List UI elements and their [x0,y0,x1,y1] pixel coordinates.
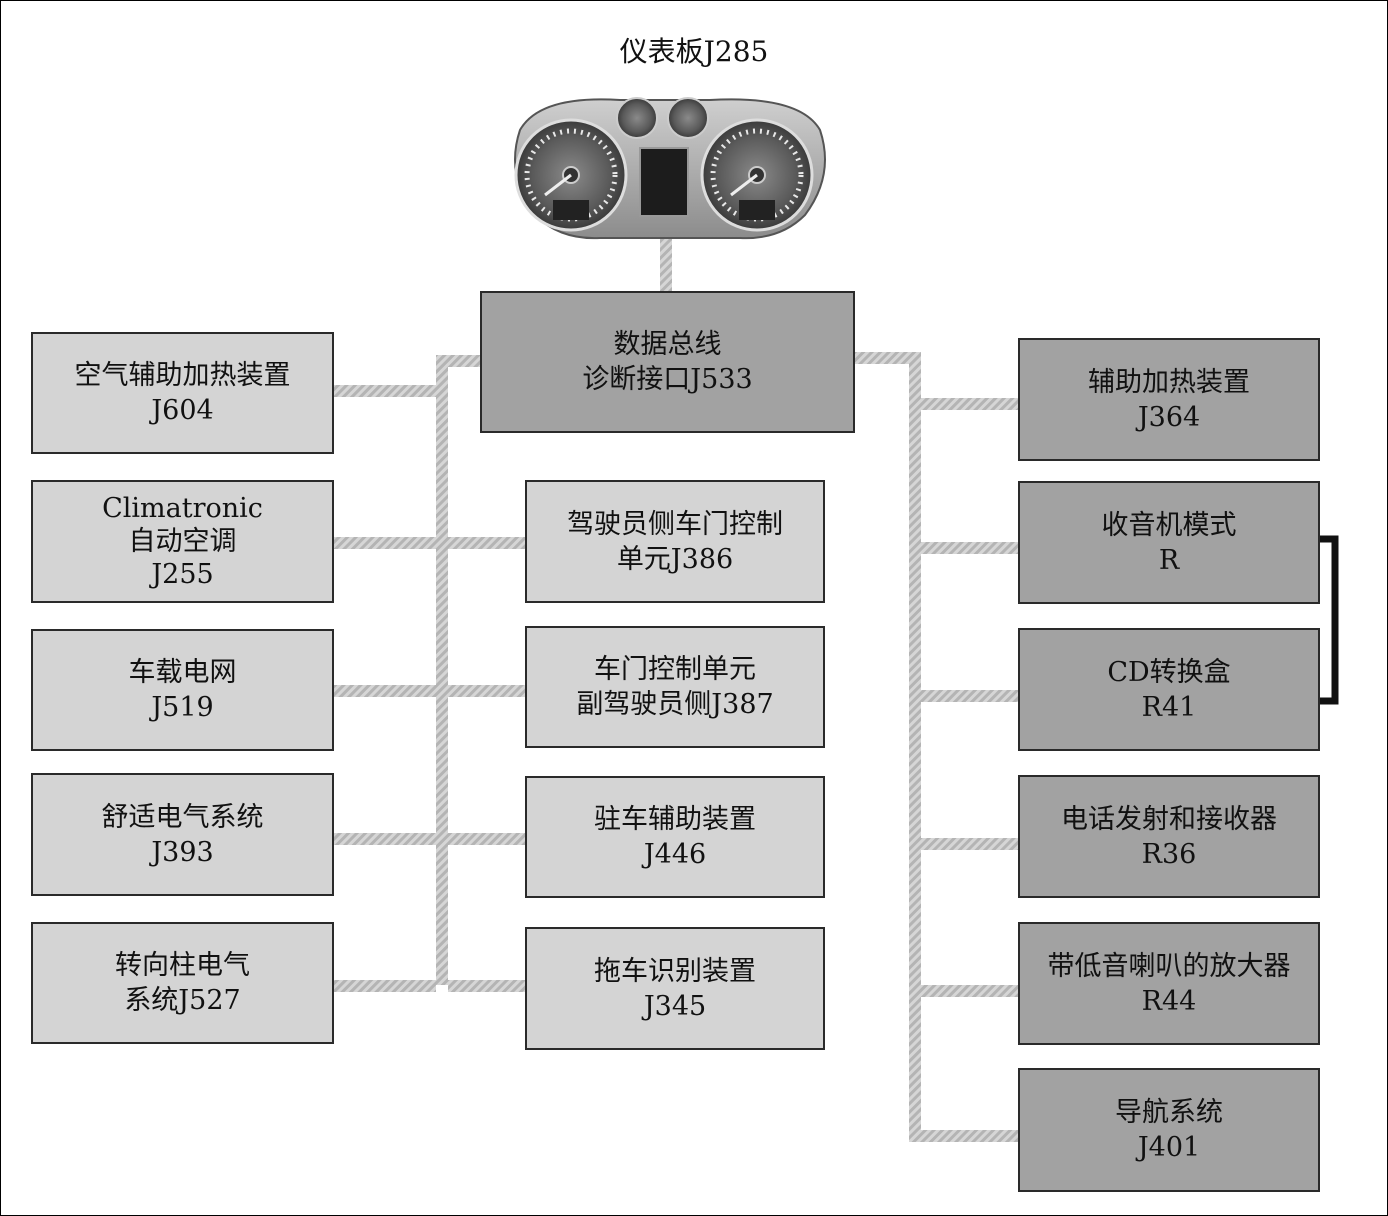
temperature-gauge [667,97,709,139]
module-box-j604: 空气辅助加热装置 J604 [31,332,334,454]
module-box-j387: 车门控制单元 副驾驶员侧J387 [525,626,825,748]
module-box-j364: 辅助加热装置 J364 [1018,338,1320,461]
right-bus [855,352,1019,1142]
gateway-line1: 数据总线 [613,329,722,360]
module-code: J446 [643,839,707,870]
module-box-r36: 电话发射和接收器 R36 [1018,775,1320,898]
module-code: 单元J386 [616,543,734,575]
module-box-j393: 舒适电气系统 J393 [31,773,334,896]
module-name: 收音机模式 [1101,509,1237,541]
module-code: J255 [151,559,214,590]
module-code: 系统J527 [124,985,241,1016]
gateway-line2: 诊断接口J533 [582,364,753,395]
module-code: R44 [1141,985,1197,1017]
module-name: 自动空调 [128,526,237,557]
module-box-j519: 车载电网 J519 [31,629,334,751]
instrument-cluster-label: 仪表板J285 [619,35,769,68]
radio-cd-link [1320,535,1339,705]
module-name: 车门控制单元 [594,654,756,685]
module-code: R [1158,544,1180,576]
module-box-j255: Climatronic 自动空调 J255 [31,480,334,603]
module-box-j386: 驾驶员侧车门控制 单元J386 [525,480,825,603]
module-code: J345 [643,990,707,1022]
module-name: 空气辅助加热装置 [74,360,291,391]
module-name: Climatronic [102,493,263,524]
module-code: J393 [151,836,214,868]
module-code: J364 [1137,401,1201,433]
cluster-link [660,225,672,292]
module-code: J401 [1137,1132,1201,1163]
module-name: 舒适电气系统 [101,801,264,833]
module-code: R36 [1141,838,1197,870]
module-name: 驾驶员侧车门控制 [567,508,783,540]
instrument-cluster-image [514,97,826,240]
left-bus [334,355,526,992]
center-display [639,147,689,217]
module-box-j345: 拖车识别装置 J345 [525,927,825,1050]
module-name: 车载电网 [128,657,237,688]
module-name: 导航系统 [1115,1097,1223,1128]
fuel-gauge [616,97,658,139]
module-name: 拖车识别装置 [594,955,756,987]
module-name: 转向柱电气 [115,950,250,981]
module-box-r41: CD转换盒 R41 [1018,628,1320,751]
module-name: 电话发射和接收器 [1061,803,1277,835]
module-name: 带低音喇叭的放大器 [1047,950,1291,982]
module-code: J519 [151,692,214,723]
module-name: 辅助加热装置 [1088,366,1250,398]
module-code: R41 [1141,691,1197,723]
module-name: 驻车辅助装置 [594,804,756,835]
module-box-j401: 导航系统 J401 [1018,1068,1320,1192]
module-box-r44: 带低音喇叭的放大器 R44 [1018,922,1320,1045]
gateway-box: 数据总线 诊断接口J533 [480,291,855,433]
module-code: 副驾驶员侧J387 [576,689,774,720]
module-code: J604 [151,395,214,426]
module-box-radio: 收音机模式 R [1018,481,1320,604]
module-box-j446: 驻车辅助装置 J446 [525,776,825,898]
module-name: CD转换盒 [1107,656,1231,688]
module-box-j527: 转向柱电气 系统J527 [31,922,334,1044]
